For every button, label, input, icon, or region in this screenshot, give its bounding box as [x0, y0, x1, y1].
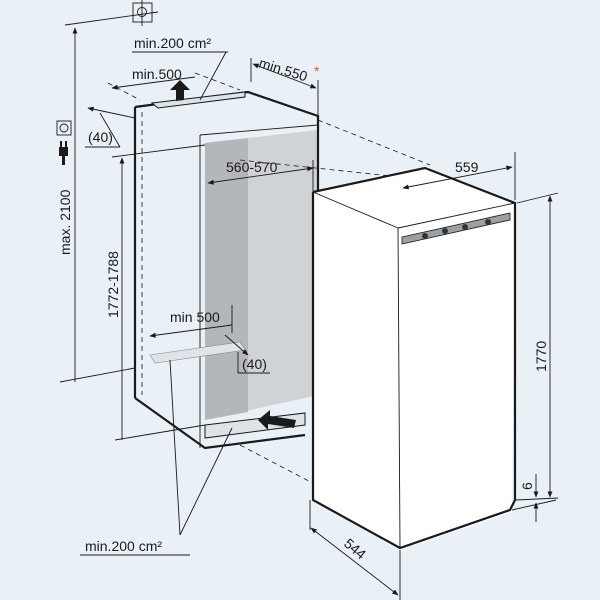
appliance-width-dimension: [402, 165, 513, 190]
bottom-vent-leader-2: [179, 427, 233, 536]
bottom-vent-width-dimension: [149, 324, 233, 338]
niche-depth-note-asterisk: *: [314, 63, 320, 79]
niche-width-label: 560-570: [226, 159, 278, 175]
appliance: [311, 166, 517, 550]
top-vent-width-label: min.500: [132, 66, 182, 82]
niche-guide-line-2: [317, 119, 431, 166]
bottom-vent-width-label: min 500: [170, 309, 220, 325]
niche-height-top-line: [111, 144, 206, 158]
appliance-height-bottom-line: [515, 497, 559, 501]
max-height-base-line: [59, 367, 136, 383]
socket-icon: [56, 120, 72, 136]
plinth-gap-line: [511, 499, 557, 511]
plinth-gap-label: 6: [519, 482, 535, 490]
control-panel: [401, 212, 511, 245]
niche-height-bottom-line: [114, 424, 206, 441]
airflow-arrow-icon: [258, 410, 296, 430]
bottom-vent-area-label: min.200 cm²: [85, 538, 162, 554]
niche-cabinet: [133, 90, 320, 450]
niche-guide-line-3: [239, 444, 346, 501]
niche-guide-line-1: [239, 159, 411, 179]
airflow-arrow-icon: [170, 80, 190, 101]
appliance-height-top-line: [516, 192, 559, 204]
top-offset-label: (40): [88, 129, 113, 145]
appliance-height-label: 1770: [533, 341, 549, 372]
top-offset-dimension: [87, 106, 136, 119]
niche-depth-dimension: [252, 63, 317, 89]
max-height-label: max. 2100: [57, 189, 73, 255]
max-height-ref-line: [64, 11, 159, 26]
appliance-depth-dimension: [310, 527, 399, 596]
niche-width-dimension: [207, 166, 314, 185]
bottom-offset-dimension: [224, 334, 249, 356]
top-vent-area-label: min.200 cm²: [134, 35, 211, 51]
niche-depth-label: min.550: [257, 55, 310, 85]
appliance-depth-label: 544: [341, 535, 369, 562]
bottom-vent-leader-1: [169, 359, 181, 536]
top-vent-annotation: min.200 cm² min.500: [107, 35, 241, 101]
bottom-offset-label: (40): [242, 356, 267, 372]
appliance-width-label: 559: [455, 159, 479, 175]
plug-icon: [59, 141, 68, 165]
top-offset-leader: [99, 112, 121, 148]
niche-height-label: 1772-1788: [105, 251, 121, 318]
